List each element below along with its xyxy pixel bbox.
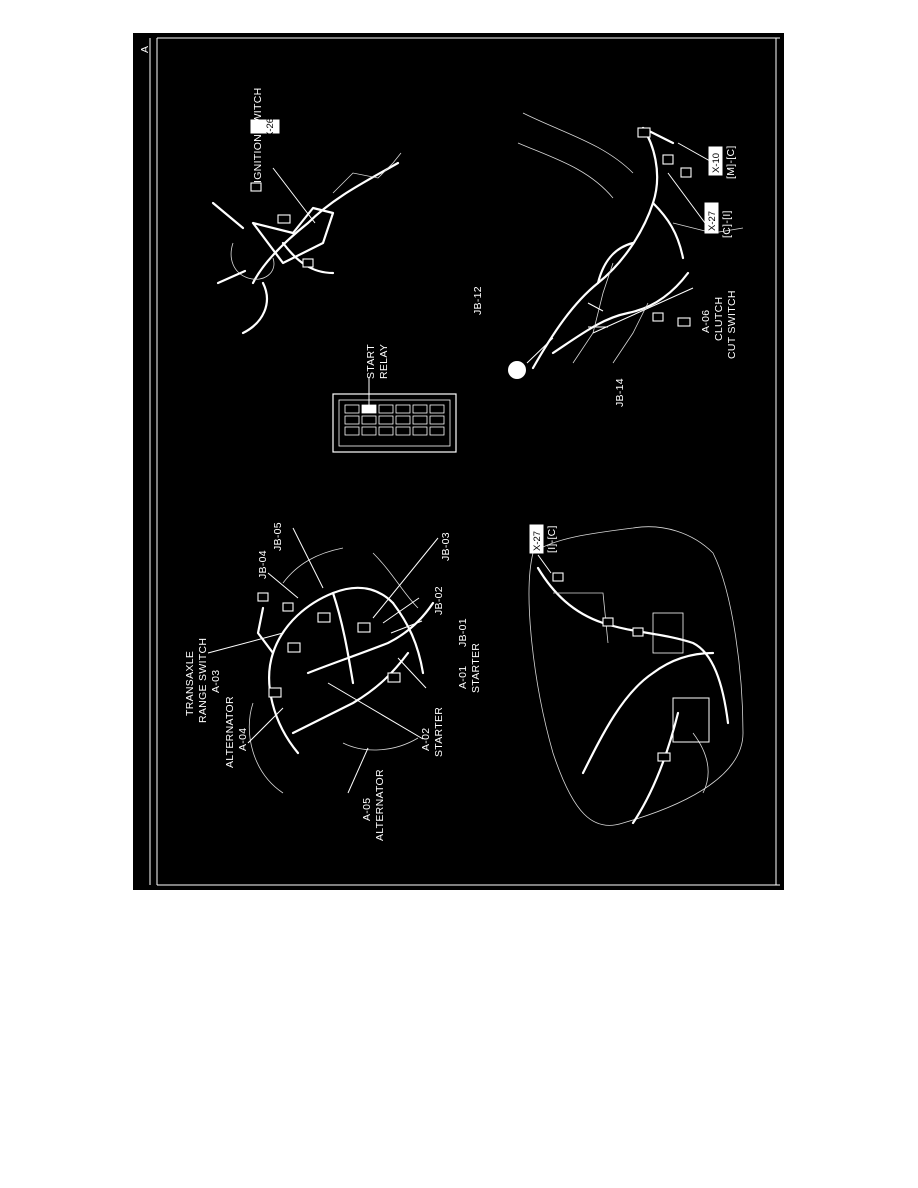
jb01-leader [390,620,423,634]
jb14-label: JB-14 [614,378,626,407]
x26-leader [272,167,316,224]
jb12-label: JB-12 [472,286,484,315]
a03-leader [207,632,284,654]
jb04-label: JB-04 [257,550,269,579]
a04-name: ALTERNATOR [224,696,236,768]
jb03-label: JB-03 [440,532,452,561]
jb02-leader [382,597,420,624]
jb04-leader [267,572,299,599]
a05-name: ALTERNATOR [374,769,386,841]
jb01-label: JB-01 [457,618,469,647]
ground-leader [526,337,554,364]
clutch-pedal-area-illustration [517,112,744,370]
engine-bay-illustration [248,547,435,794]
dashboard-illustration [528,526,744,826]
a01-name: STARTER [470,643,482,693]
a02-name: STARTER [433,707,445,757]
jb03-leader [372,537,439,619]
x10-code: X-10 [711,153,722,173]
wiring-location-diagram: A X-26 IGNITION SWITCH [139,37,780,886]
ignition-switch-label: IGNITION SWITCH [252,88,264,184]
a02-leader [327,682,424,740]
x10-leader [677,142,711,162]
a06-leader [592,287,694,334]
start-relay-line2: RELAY [378,344,390,379]
a04-code: A-04 [237,728,249,751]
a01-leader [397,657,427,689]
x27-code-top: X-27 [707,211,718,231]
start-relay-fusebox [332,393,457,453]
a02-code: A-02 [420,728,432,751]
x27-box-top [704,202,719,234]
ignition-switch-illustration [211,152,402,335]
jb02-label: JB-02 [433,586,445,615]
diagram-sheet: A X-26 IGNITION SWITCH [133,33,784,890]
jb12-leader [587,302,604,312]
x27-code-dash: X-27 [532,531,543,551]
a04-leader [247,707,284,744]
x27-grid-dash: [I]-[C] [546,525,558,553]
a05-leader [347,747,369,794]
jb05-label: JB-05 [272,522,284,551]
x26-code: X-26 [265,118,276,138]
a06-code: A-06 [700,310,712,333]
page-marker: A [139,46,151,53]
a01-code: A-01 [457,666,469,689]
x27-box-dash [529,524,544,554]
x27-grid-top: [C]-[I] [721,210,733,238]
jb05-leader [292,527,324,589]
x26-box [250,119,280,134]
a06-line1: CLUTCH [713,297,725,341]
a03-line1: TRANSAXLE [184,651,196,716]
x27-leader-top [667,172,706,224]
x27-leader-dash [537,554,552,574]
a06-line2: CUT SWITCH [726,290,738,359]
a05-code: A-05 [361,798,373,821]
a03-code: A-03 [210,670,222,693]
x10-grid: [M]-[C] [725,145,737,179]
a03-line2: RANGE SWITCH [197,638,209,723]
start-relay-line1: START [365,344,377,379]
ground-point-marker [508,361,526,379]
